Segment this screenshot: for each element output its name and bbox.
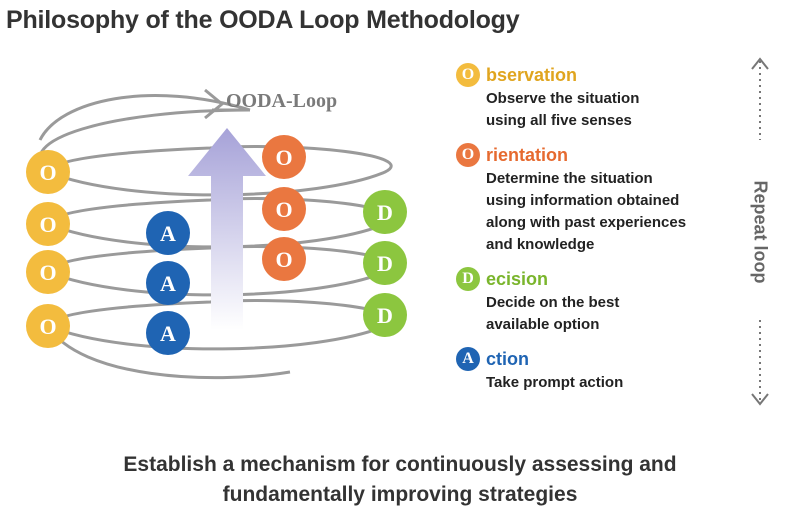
- svg-text:A: A: [160, 321, 176, 346]
- action-nodes: A A A: [146, 211, 190, 355]
- observation-node: O: [26, 250, 70, 294]
- arrow-up-icon: [751, 57, 769, 70]
- observation-badge: O: [456, 63, 480, 87]
- legend-item-action: A ction Take prompt action: [456, 346, 736, 394]
- decision-node: D: [363, 190, 407, 234]
- svg-text:O: O: [275, 197, 292, 222]
- repeat-loop-indicator: [751, 57, 769, 406]
- loop-arrow-icon: [38, 94, 251, 141]
- action-node: A: [146, 211, 190, 255]
- legend-description: Decide on the best available option: [486, 294, 620, 333]
- legend-description: Determine the situation using informatio…: [486, 170, 687, 253]
- action-node: A: [146, 261, 190, 305]
- legend-term: bservation: [486, 64, 578, 85]
- observation-node: O: [26, 202, 70, 246]
- orientation-node: O: [262, 187, 306, 231]
- growth-arrow-icon: [188, 128, 266, 330]
- legend-description: Observe the situation using all five sen…: [486, 90, 640, 129]
- legend-item-decision: D ecision Decide on the best available o…: [456, 266, 736, 336]
- conclusion-text: Establish a mechanism for continuously a…: [123, 453, 677, 506]
- ooda-spiral-diagram: OODA-Loop O O O O A A A O O O D D D: [26, 88, 407, 380]
- legend-term: ecision: [486, 268, 549, 289]
- orientation-nodes: O O O: [262, 135, 306, 281]
- decision-badge: D: [456, 267, 480, 291]
- svg-text:O: O: [275, 145, 292, 170]
- svg-text:O: O: [39, 160, 56, 185]
- legend-item-orientation: O rientation Determine the situation usi…: [456, 142, 736, 256]
- action-badge: A: [456, 347, 480, 371]
- svg-text:D: D: [377, 303, 393, 328]
- loop-ring: [46, 145, 393, 197]
- arrow-down-icon: [751, 393, 769, 406]
- action-node: A: [146, 311, 190, 355]
- svg-text:O: O: [39, 314, 56, 339]
- page-title: Philosophy of the OODA Loop Methodology: [6, 6, 520, 34]
- svg-text:A: A: [160, 221, 176, 246]
- decision-node: D: [363, 241, 407, 285]
- decision-node: D: [363, 293, 407, 337]
- legend-description: Take prompt action: [486, 374, 624, 391]
- svg-text:D: D: [377, 200, 393, 225]
- ooda-legend: O bservation Observe the situation using…: [456, 62, 736, 404]
- legend-term: ction: [486, 348, 529, 369]
- observation-node: O: [26, 304, 70, 348]
- svg-text:O: O: [275, 247, 292, 272]
- orientation-node: O: [262, 135, 306, 179]
- svg-text:D: D: [377, 251, 393, 276]
- orientation-node: O: [262, 237, 306, 281]
- legend-term: rientation: [486, 144, 569, 165]
- loop-label: OODA-Loop: [226, 90, 337, 112]
- observation-nodes: O O O O: [26, 150, 70, 348]
- observation-node: O: [26, 150, 70, 194]
- loop-ring: [46, 325, 291, 380]
- arrow-head-icon: [204, 88, 225, 120]
- decision-nodes: D D D: [363, 190, 407, 337]
- svg-text:O: O: [39, 260, 56, 285]
- legend-item-observation: O bservation Observe the situation using…: [456, 62, 736, 132]
- orientation-badge: O: [456, 143, 480, 167]
- svg-text:O: O: [39, 212, 56, 237]
- svg-text:A: A: [160, 271, 176, 296]
- repeat-loop-label: Repeat loop: [750, 180, 771, 284]
